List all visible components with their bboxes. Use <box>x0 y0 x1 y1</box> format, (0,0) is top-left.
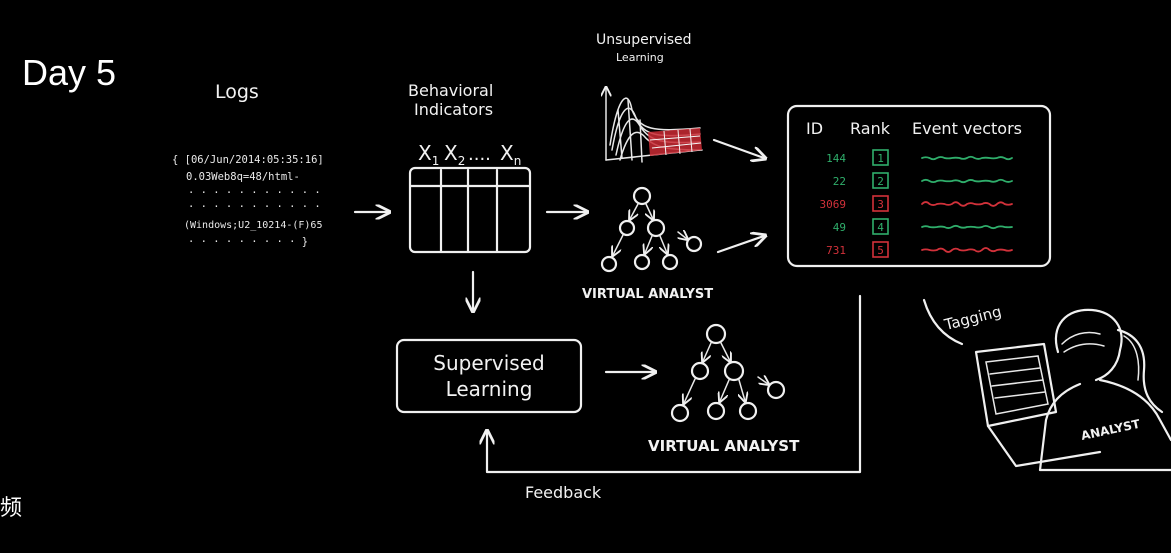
virtual-analyst-top-label: VIRTUAL ANALYST <box>582 287 713 302</box>
arrow-unsupervised-to-results <box>712 138 764 158</box>
event-vector-line <box>921 201 1013 207</box>
result-id: 144 <box>826 152 846 165</box>
virtual-analyst-bottom-tree <box>670 323 786 423</box>
result-rank: 1 <box>877 152 884 165</box>
analyst-label: ANALYST <box>1080 417 1142 443</box>
result-rank: 3 <box>877 198 884 211</box>
tagging-label: Tagging <box>942 302 1004 334</box>
event-vector-line <box>921 247 1013 253</box>
arrow-analyst-to-results <box>716 236 764 254</box>
feedback-loop-arrow <box>487 294 862 474</box>
result-id: 22 <box>833 175 846 188</box>
supervised-learning-box <box>395 338 583 414</box>
result-id: 3069 <box>820 198 847 211</box>
analyst-figure <box>974 308 1171 472</box>
virtual-analyst-top-tree <box>600 186 703 273</box>
svg-text:X2: X2 <box>444 141 465 168</box>
indicator-column-headers: X1 X2 .... Xn <box>418 141 521 168</box>
event-vector-line <box>921 224 1013 230</box>
result-rank: 4 <box>877 221 884 234</box>
result-id: 49 <box>833 221 846 234</box>
results-panel <box>786 104 1052 268</box>
logs-label: Logs <box>215 81 259 103</box>
rank-box <box>872 172 889 189</box>
result-rank: 2 <box>877 175 884 188</box>
logs-block: { [06/Jun/2014:05:35:16] 0.03Web8q=48/ht… <box>172 154 324 248</box>
results-header-rank: Rank <box>850 119 891 138</box>
rank-box <box>872 241 889 258</box>
virtual-analyst-bottom-label: VIRTUAL ANALYST <box>648 437 800 455</box>
side-character: 频 <box>0 496 23 521</box>
rank-box <box>872 218 889 235</box>
results-header-event-vectors: Event vectors <box>912 119 1022 138</box>
feedback-label: Feedback <box>525 483 602 502</box>
results-header-id: ID <box>806 119 823 138</box>
log-line: · · · · · · · · · · · <box>188 187 321 199</box>
log-line: 0.03Web8q=48/html- <box>186 171 300 183</box>
event-vector-line <box>921 155 1013 161</box>
indicators-label-line1: Behavioral <box>408 81 493 100</box>
log-line: · · · · · · · · · · · <box>188 201 321 213</box>
event-vector-line <box>921 178 1013 184</box>
unsupervised-surface-plot <box>606 88 703 163</box>
svg-text:Xn: Xn <box>500 141 521 168</box>
rank-box <box>872 149 889 166</box>
log-line: { [06/Jun/2014:05:35:16] <box>172 154 324 166</box>
tagging-curve <box>922 298 964 346</box>
unsupervised-label-line2: Learning <box>616 51 664 64</box>
result-rank: 5 <box>877 244 884 257</box>
supervised-label-line2: Learning <box>446 377 533 401</box>
rank-box <box>872 195 889 212</box>
log-line: (Windows;U2_10214-(F)65 <box>184 220 322 231</box>
result-id: 731 <box>826 244 846 257</box>
slide-title: Day 5 <box>22 52 117 93</box>
unsupervised-label-line1: Unsupervised <box>596 32 692 48</box>
svg-text:X1: X1 <box>418 141 439 168</box>
indicator-matrix <box>408 166 532 254</box>
indicators-label-line2: Indicators <box>414 100 493 119</box>
supervised-label-line1: Supervised <box>433 351 544 375</box>
log-line: · · · · · · · · · } <box>188 236 308 248</box>
svg-text:....: .... <box>468 144 491 165</box>
